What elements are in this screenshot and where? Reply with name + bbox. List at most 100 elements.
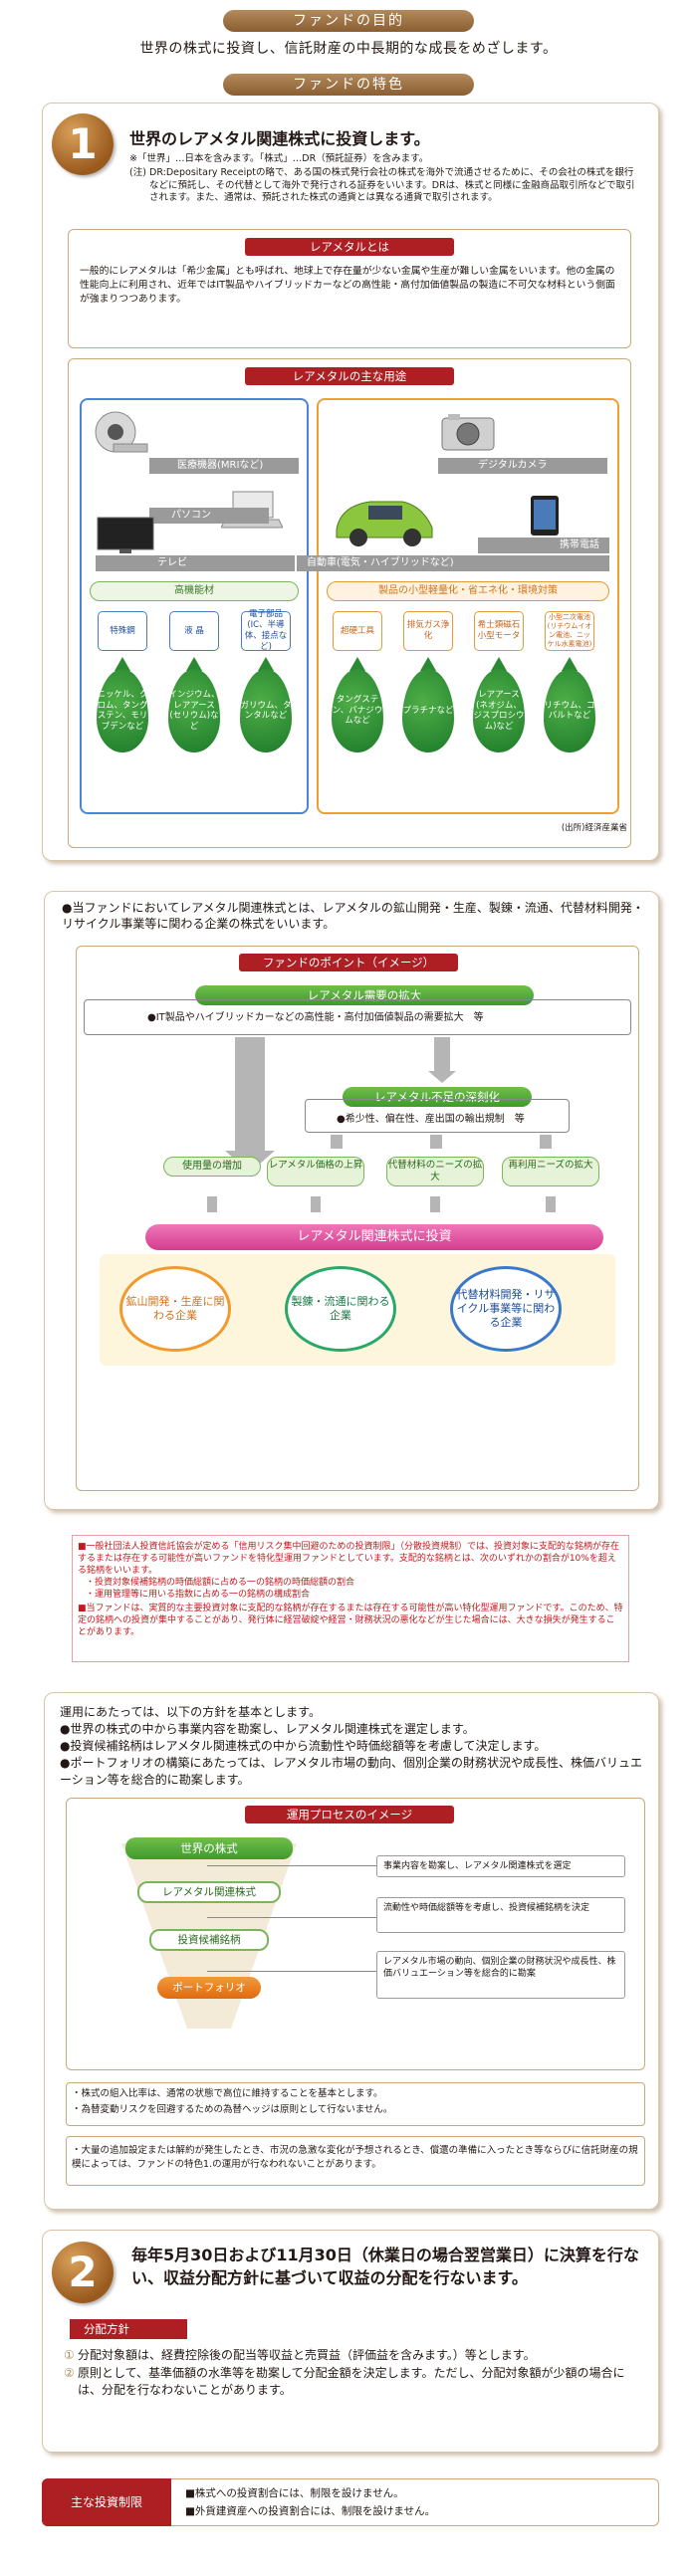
demand-title: レアメタル需要の拡大 bbox=[195, 985, 534, 1005]
camera-icon bbox=[438, 408, 498, 454]
risk-note-item1: ・投資対象候補銘柄の時価総額に占める一の銘柄の時価総額の割合 bbox=[86, 1578, 355, 1588]
drop-arrow bbox=[491, 657, 507, 671]
label-pc: パソコン bbox=[149, 508, 269, 524]
arrow-shaft bbox=[434, 1037, 450, 1073]
risk-note-line2: ■当ファンドは、実質的な主要投資対象に支配的な銘柄が存在するまたは存在する可能性… bbox=[78, 1604, 623, 1637]
risk-note-box bbox=[72, 1535, 629, 1662]
metal-drop-rare-earth: レアアース(ネオジム、ジスプロシウム)など bbox=[473, 669, 525, 752]
point-pill-price: レアメタル価格の上昇 bbox=[267, 1157, 364, 1186]
shortage-text: ●希少性、偏在性、産出国の輸出規制 等 bbox=[337, 1114, 525, 1125]
process-step-rare-metal-stocks: レアメタル関連株式 bbox=[137, 1881, 281, 1903]
arrow-shaft bbox=[207, 1196, 217, 1212]
process-desc-1: 事業内容を勘案し、レアメタル関連株式を選定 bbox=[376, 1855, 625, 1877]
fund-points-heading: ファンドのポイント（イメージ） bbox=[239, 954, 458, 971]
policy-mark-1: ① bbox=[64, 2348, 75, 2362]
demand-text: ●IT製品やハイブリッドカーなどの高性能・高付加価値製品の需要拡大 等 bbox=[147, 1012, 484, 1023]
circle-recycling: 代替材料開発・リサイクル事業等に関わる企業 bbox=[450, 1266, 562, 1352]
arrow-shaft bbox=[331, 1135, 343, 1149]
policy-item-1: 分配対象額は、経費控除後の配当等収益と売買益（評価益を含みます。）等とします。 bbox=[78, 2348, 536, 2362]
fund-points-box bbox=[76, 946, 639, 1491]
feature2-card bbox=[42, 2230, 659, 2453]
policy-item-2: 原則として、基準価額の水準等を勘案して分配金額を決定します。ただし、分配対象額が… bbox=[78, 2366, 625, 2397]
circle-mining: 鉱山開発・生産に関わる企業 bbox=[119, 1266, 231, 1352]
drop-arrow bbox=[186, 657, 202, 671]
label-car: 自動車(電気・ハイブリッドなど) bbox=[297, 555, 609, 571]
label-phone: 携帯電話 bbox=[478, 537, 609, 553]
feature2-title: 毎年5月30日および11月30日（休業日の場合翌営業日）に決算を行ない、収益分配… bbox=[131, 2246, 639, 2287]
drop-arrow bbox=[420, 657, 436, 671]
shortage-box bbox=[305, 1099, 570, 1133]
limit-1: ■株式への投資割合には、制限を設けません。 bbox=[185, 2487, 404, 2499]
use-box-magnet-motor: 希土類磁石小型モータ bbox=[474, 611, 524, 651]
arrow-shaft bbox=[311, 1196, 321, 1212]
note-box-1 bbox=[66, 2082, 645, 2126]
process-heading: 運用プロセスのイメージ bbox=[245, 1806, 454, 1824]
feature1-title: 世界のレアメタル関連株式に投資します。 bbox=[129, 129, 430, 148]
feature-number-1: 1 bbox=[52, 113, 114, 175]
drop-arrow bbox=[349, 657, 365, 671]
feature-number-2: 2 bbox=[52, 2242, 114, 2303]
metal-drop-gallium: ガリウム、タンタルなど bbox=[240, 669, 292, 752]
feature1-note2-label: (注) bbox=[129, 167, 146, 178]
use-box-electronic-parts: 電子部品(IC、半導体、接点など) bbox=[241, 609, 291, 652]
section3-bullet2: ●投資候補銘柄はレアメタル関連株式の中から流動性や時価総額等を考慮して決定します… bbox=[60, 1739, 547, 1753]
tv-icon bbox=[96, 516, 155, 555]
metal-drop-tungsten: タングステン、バナジウムなど bbox=[332, 669, 383, 752]
use-box-battery: 小型二次電池(リチウムイオン電池、ニッケル水素電池) bbox=[545, 611, 594, 651]
drop-arrow bbox=[562, 657, 578, 671]
note-1a: ・株式の組入比率は、通常の状態で高位に維持することを基本とします。 bbox=[72, 2088, 383, 2099]
note-box-2 bbox=[66, 2136, 645, 2186]
arrow-shaft bbox=[546, 1196, 556, 1212]
use-box-exhaust: 排気ガス浄化 bbox=[403, 611, 453, 651]
features-header: ファンドの特色 bbox=[223, 74, 474, 96]
note-1b: ・為替変動リスクを回避するための為替ヘッジは原則として行ないません。 bbox=[72, 2104, 393, 2115]
process-connector bbox=[207, 1971, 376, 1972]
process-step-world-stocks: 世界の株式 bbox=[125, 1837, 293, 1859]
section3-intro: 運用にあたっては、以下の方針を基本とします。 bbox=[60, 1705, 321, 1719]
process-step-candidates: 投資候補銘柄 bbox=[149, 1929, 269, 1951]
section3-bullet3: ●ポートフォリオの構築にあたっては、レアメタル市場の動向、個別企業の財務状況や成… bbox=[60, 1756, 643, 1787]
invest-banner: レアメタル関連株式に投資 bbox=[145, 1224, 603, 1250]
high-function-panel bbox=[80, 398, 309, 814]
use-box-special-steel: 特殊鋼 bbox=[98, 611, 147, 651]
label-tv: テレビ bbox=[96, 555, 295, 571]
point-pill-recycle: 再利用ニーズの拡大 bbox=[502, 1157, 599, 1186]
circle-refining: 製錬・流通に関わる企業 bbox=[285, 1266, 396, 1352]
process-desc-2: 流動性や時価総額等を考慮し、投資候補銘柄を決定 bbox=[376, 1897, 625, 1933]
feature1-note2: DR:Depositary Receiptの略で、ある国の株式発行会社の株式を海… bbox=[149, 167, 635, 203]
rare-metal-about-heading: レアメタルとは bbox=[245, 238, 454, 256]
process-desc-3: レアメタル市場の動向、個別企業の財務状況や成長性、株価バリュエーション等を総合的… bbox=[376, 1951, 625, 1999]
limit-2: ■外貨建資産への投資割合には、制限を設けません。 bbox=[185, 2505, 436, 2517]
rare-metal-about-text: 一般的にレアメタルは「希少金属」とも呼ばれ、地球上で存在量が少ない金属や生産が難… bbox=[80, 266, 615, 305]
use-box-lcd: 液 晶 bbox=[169, 611, 219, 651]
arrow-shaft bbox=[430, 1135, 442, 1149]
rare-metal-uses-box bbox=[68, 358, 631, 848]
mri-machine-icon bbox=[94, 410, 149, 456]
big-arrow-shaft bbox=[235, 1037, 265, 1153]
drop-arrow bbox=[115, 657, 130, 671]
phone-icon bbox=[528, 494, 562, 537]
note-2: ・大量の追加設定または解約が発生したとき、市況の急激な変化が予想されるとき、償還… bbox=[72, 2145, 638, 2170]
objective-text: 世界の株式に投資し、信託財産の中長期的な成長をめざします。 bbox=[139, 41, 558, 57]
arrow-shaft bbox=[540, 1135, 552, 1149]
rare-metal-uses-heading: レアメタルの主な用途 bbox=[245, 367, 454, 385]
arrow-head bbox=[428, 1071, 456, 1083]
risk-note-item2: ・運用管理等に用いる指数に占める一の銘柄の構成割合 bbox=[86, 1590, 311, 1600]
section2-intro: ●当ファンドにおいてレアメタル関連株式とは、レアメタルの鉱山開発・生産、製錬・流… bbox=[62, 901, 644, 931]
metal-drop-platinum: プラチナなど bbox=[402, 669, 454, 752]
section3-bullet1: ●世界の株式の中から事業内容を勘案し、レアメタル関連株式を選定します。 bbox=[60, 1722, 475, 1736]
policy-label: 分配方針 bbox=[70, 2319, 187, 2339]
process-connector bbox=[207, 1917, 376, 1918]
objective-header: ファンドの目的 bbox=[223, 10, 474, 32]
process-step-portfolio: ポートフォリオ bbox=[157, 1977, 261, 1999]
limits-label: 主な投資制限 bbox=[42, 2478, 171, 2526]
high-function-heading: 高機能材 bbox=[90, 581, 299, 601]
policy-mark-2: ② bbox=[64, 2366, 75, 2380]
metal-drop-indium: インジウム、レアアース(セリウム)など bbox=[168, 669, 220, 752]
use-box-carbide-tools: 超硬工具 bbox=[333, 611, 382, 651]
shortage-title: レアメタル不足の深刻化 bbox=[343, 1087, 532, 1107]
label-camera: デジタルカメラ bbox=[438, 458, 607, 474]
eco-heading: 製品の小型軽量化・省エネ化・環境対策 bbox=[327, 581, 609, 601]
source-note: (出所)経済産業省 bbox=[561, 823, 627, 833]
process-connector bbox=[207, 1865, 376, 1866]
